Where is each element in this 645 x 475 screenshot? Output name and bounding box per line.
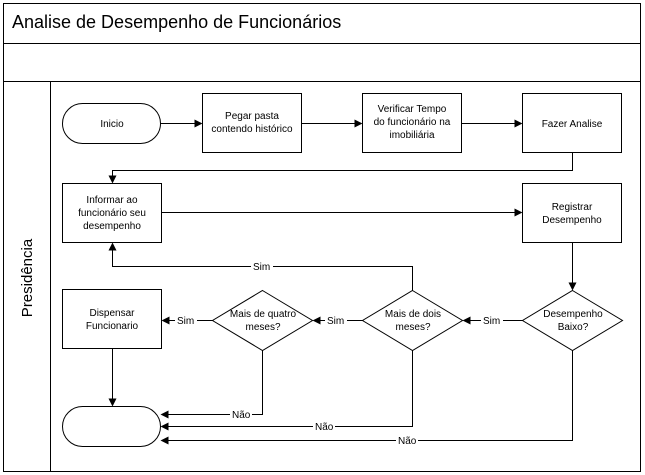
edge-dois-nao (160, 350, 413, 431)
label-sim-quatro: Sim (177, 316, 194, 327)
label-fazer-analise: Fazer Analise (542, 119, 603, 130)
label-inicio: Inicio (100, 119, 124, 130)
label-sim-baixo: Sim (483, 316, 500, 327)
label-nao-dois: Não (315, 422, 334, 433)
process-pegar-pasta (202, 93, 302, 153)
label-sim-dois: Sim (327, 316, 344, 327)
label-sim-informar: Sim (253, 262, 270, 273)
edge-quatro-nao (160, 350, 263, 419)
label-nao-baixo: Não (398, 436, 417, 447)
process-fazer-analise (522, 93, 622, 153)
process-registrar (522, 183, 622, 243)
process-dispensar (62, 289, 162, 349)
label-nao-quatro: Não (232, 410, 251, 421)
end-terminator (62, 406, 161, 447)
edge-baixo-nao (160, 350, 573, 445)
diagram-title: Analise de Desempenho de Funcionários (12, 12, 341, 32)
lane-label: Presidência (19, 238, 36, 317)
edge-analise-informar (108, 152, 573, 184)
process-informar (62, 183, 162, 243)
